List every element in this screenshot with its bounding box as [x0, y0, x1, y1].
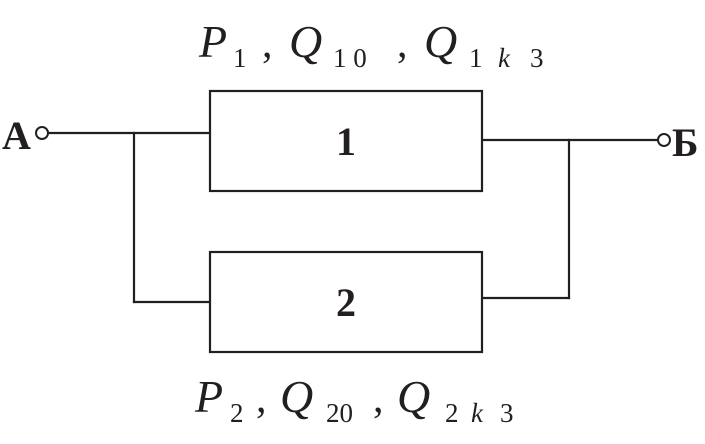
block-1-q1-subscript-k: k — [498, 43, 511, 73]
block-1-p-symbol: P — [198, 16, 227, 67]
block-2-p-symbol: P — [194, 371, 223, 422]
block-2-label: 2 — [336, 280, 356, 325]
block-2-p-subscript: 2 — [230, 398, 244, 428]
block-2-q1-subscript-k: k — [471, 398, 484, 428]
block-1-comma-2: , — [397, 21, 408, 67]
block-1-q0-symbol: Q — [289, 16, 322, 67]
block-1-q0-subscript: 1 0 — [333, 43, 367, 73]
block-2-q1-symbol: Q — [397, 371, 430, 422]
terminal-b-circle-icon — [657, 133, 671, 147]
block-1-parameters: P 1 , Q 1 0 , Q 1 k 3 — [198, 16, 544, 73]
block-2: 2 — [208, 250, 484, 354]
block-2-comma-2: , — [373, 376, 384, 422]
block-2-q1-subscript-3: 3 — [500, 398, 514, 428]
block-1-rect — [208, 89, 484, 193]
block-1: 1 — [208, 89, 484, 193]
block-2-parameters: P 2 , Q 20 , Q 2 k 3 — [194, 371, 514, 428]
block-2-q0-symbol: Q — [280, 371, 313, 422]
block-1-comma-1: , — [262, 21, 273, 67]
terminal-a-label: А — [2, 113, 31, 158]
terminal-a: А — [2, 113, 49, 158]
terminal-b-label: Б — [672, 120, 698, 165]
circuit-wires — [47, 131, 660, 304]
block-2-comma-1: , — [256, 376, 267, 422]
block-1-q1-subscript-3: 3 — [530, 43, 544, 73]
block-2-q0-subscript: 20 — [326, 398, 353, 428]
block-1-q1-symbol: Q — [424, 16, 457, 67]
block-1-p-subscript: 1 — [233, 43, 247, 73]
terminal-b: Б — [657, 120, 698, 165]
block-1-q1-subscript-index: 1 — [469, 43, 483, 73]
terminal-a-circle-icon — [35, 126, 49, 140]
block-2-q1-subscript-index: 2 — [445, 398, 459, 428]
block-2-rect — [208, 250, 484, 354]
block-1-label: 1 — [336, 119, 356, 164]
